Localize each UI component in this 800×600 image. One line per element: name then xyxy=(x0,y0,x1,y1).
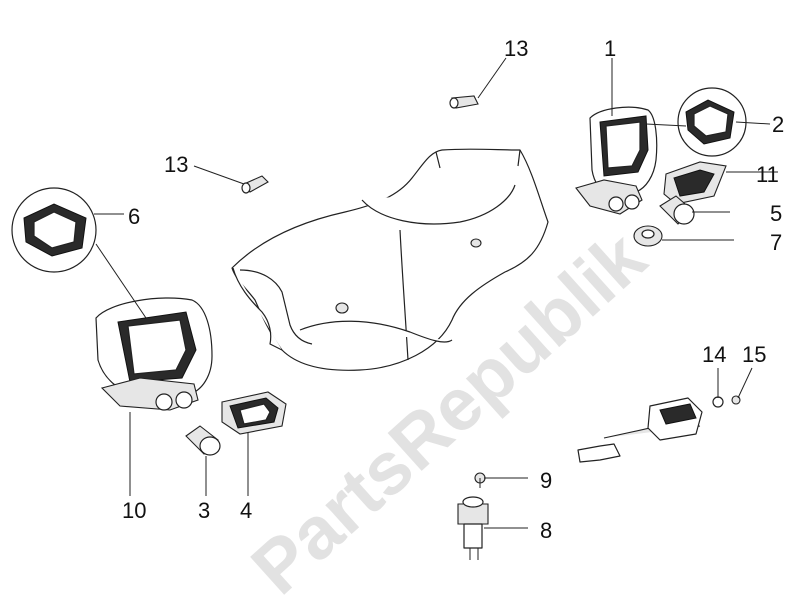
right-switch-housing xyxy=(575,106,658,215)
callout-4: 4 xyxy=(240,498,252,523)
callout-13-left: 13 xyxy=(164,152,188,177)
screw-9 xyxy=(474,472,486,488)
callout-11: 11 xyxy=(756,162,779,187)
stop-switch-8 xyxy=(457,496,489,560)
callout-10: 10 xyxy=(122,498,146,523)
callout-13-upper: 13 xyxy=(504,36,528,61)
callout-2: 2 xyxy=(772,112,784,137)
callout-14: 14 xyxy=(702,342,726,367)
callout-15: 15 xyxy=(742,342,766,367)
switch-button-2 xyxy=(645,87,747,157)
switch-knob-5 xyxy=(659,195,695,225)
callout-numbers: 1 2 11 5 7 13 13 6 10 3 4 9 8 14 15 xyxy=(122,36,784,543)
callout-5: 5 xyxy=(770,201,782,226)
leader-lines xyxy=(94,57,778,529)
bulb-13-upper xyxy=(449,95,479,109)
callout-8: 8 xyxy=(540,518,552,543)
switch-cap-11 xyxy=(663,161,727,205)
left-switch-housing xyxy=(95,297,213,411)
switch-knob-3 xyxy=(185,425,221,456)
handlebar-cover xyxy=(231,148,549,371)
callout-3: 3 xyxy=(198,498,210,523)
callout-6: 6 xyxy=(128,204,140,229)
bulb-13-left xyxy=(241,175,269,194)
callout-1: 1 xyxy=(604,36,616,61)
switch-4 xyxy=(221,391,287,435)
switch-button-6 xyxy=(11,187,147,319)
callout-7: 7 xyxy=(770,230,782,255)
callout-9: 9 xyxy=(540,468,552,493)
switch-assembly-14-15 xyxy=(577,395,741,463)
grommet-7 xyxy=(633,225,663,247)
